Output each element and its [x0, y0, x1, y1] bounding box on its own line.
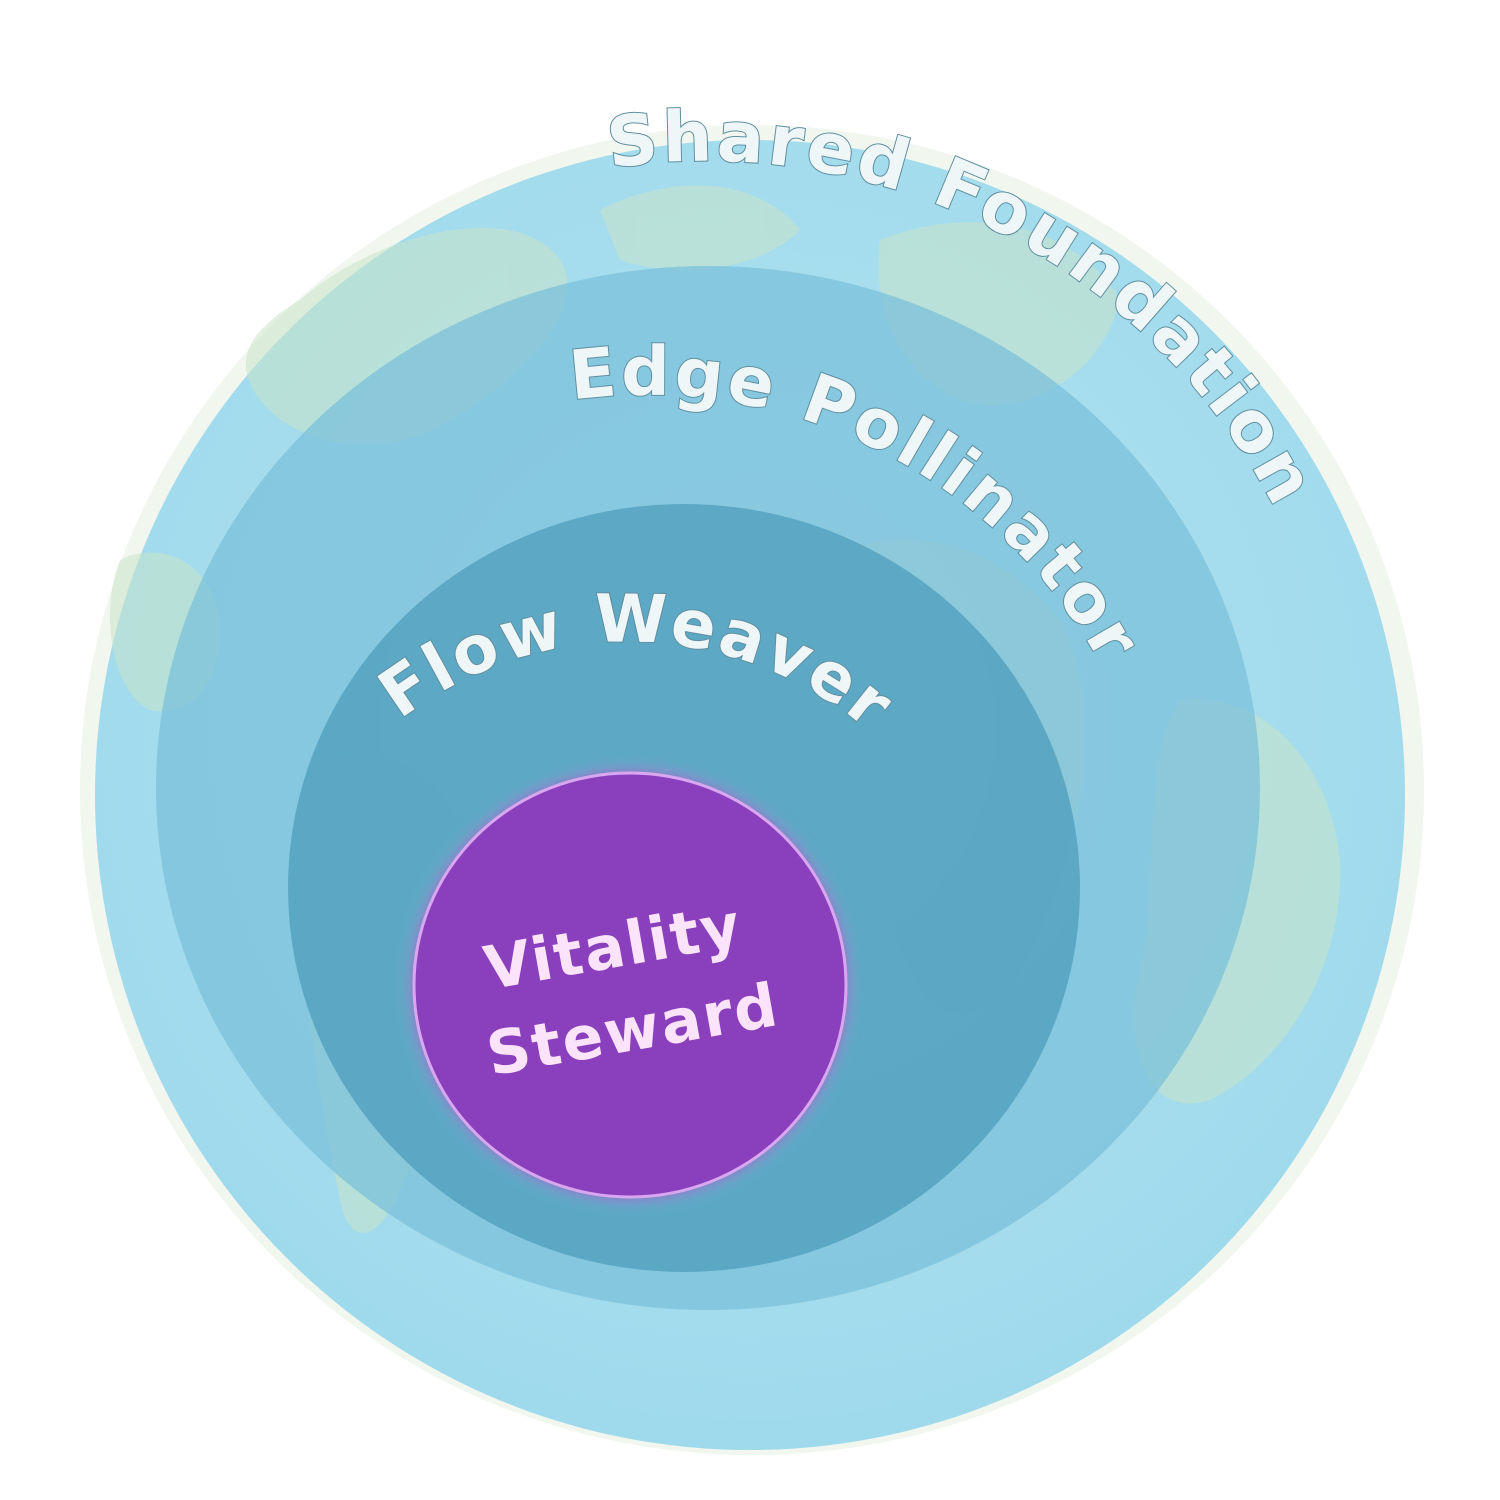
core-vitality-steward — [412, 771, 848, 1199]
